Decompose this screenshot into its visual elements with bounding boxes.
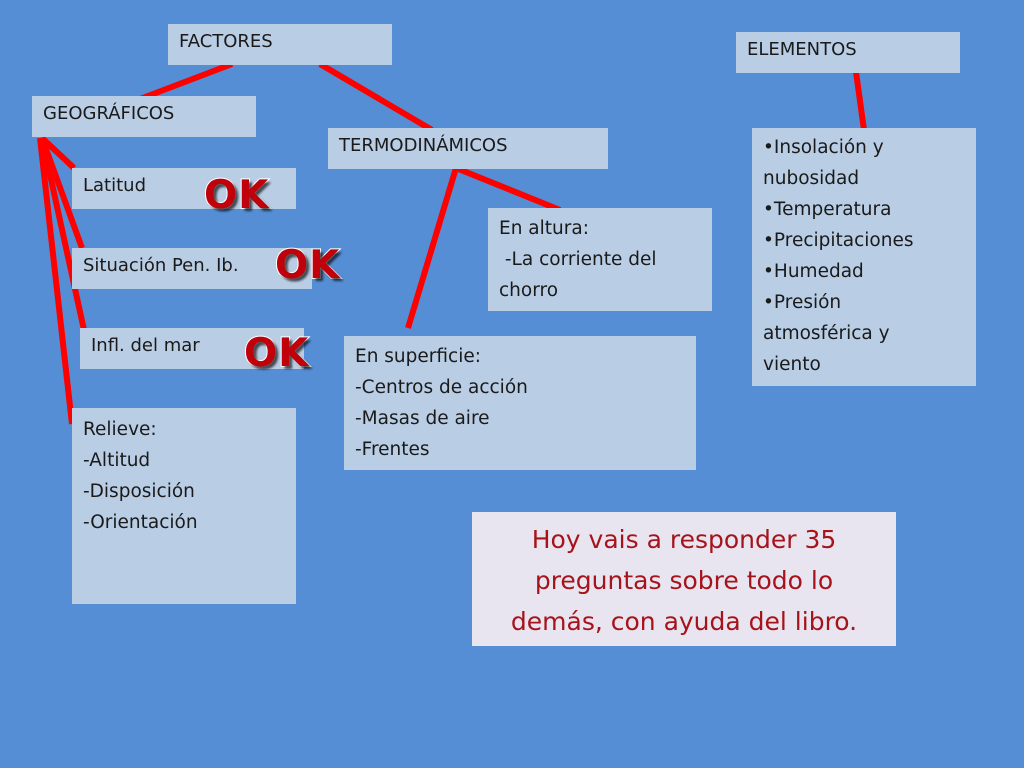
connector-factores-termodinamicos [318, 61, 434, 133]
connector-geo-infl-mar [39, 137, 87, 331]
connector-termo-superficie [405, 167, 459, 329]
elementos-item: •Insolación y [763, 137, 884, 158]
geograficos-box: GEOGRÁFICOS [32, 96, 256, 137]
elementos-item: •Precipitaciones [763, 230, 914, 251]
en-altura-line: -La corriente del [499, 249, 657, 270]
elementos-list-box: •Insolación y nubosidad •Temperatura •Pr… [752, 128, 976, 386]
en-superficie-box: En superficie: -Centros de acción -Masas… [344, 336, 696, 470]
situacion-box: Situación Pen. Ib. [72, 248, 312, 289]
connector-geo-relieve [37, 137, 75, 425]
geograficos-label: GEOGRÁFICOS [43, 103, 175, 124]
connector-elementos [853, 71, 867, 131]
instruction-note: Hoy vais a responder 35 preguntas sobre … [472, 512, 896, 646]
ok-mark-infl-mar: OK [243, 331, 310, 376]
termodinamicos-box: TERMODINÁMICOS [328, 128, 608, 169]
elementos-item: atmosférica y [763, 323, 890, 344]
en-altura-line: chorro [499, 280, 559, 301]
connector-factores-geograficos [138, 61, 234, 102]
relieve-box: Relieve: -Altitud -Disposición -Orientac… [72, 408, 296, 604]
note-line: demás, con ayuda del libro. [510, 607, 858, 636]
en-superficie-line: -Centros de acción [355, 377, 528, 398]
relieve-line: Relieve: [83, 419, 157, 440]
situacion-label: Situación Pen. Ib. [83, 255, 239, 276]
note-line: Hoy vais a responder 35 [531, 525, 837, 554]
en-superficie-line: En superficie: [355, 346, 481, 367]
connector-geo-latitud [39, 135, 77, 171]
elementos-label: ELEMENTOS [747, 39, 857, 60]
elementos-item: •Humedad [763, 261, 864, 282]
relieve-line: -Orientación [83, 512, 198, 533]
elementos-item: •Presión [763, 292, 842, 313]
factores-label: FACTORES [179, 31, 273, 52]
elementos-item: •Temperatura [763, 199, 892, 220]
latitud-label: Latitud [83, 175, 147, 196]
elementos-item: viento [763, 354, 821, 375]
ok-mark-situacion: OK [274, 243, 341, 288]
en-superficie-line: -Masas de aire [355, 408, 490, 429]
infl-mar-box: Infl. del mar [80, 328, 304, 369]
relieve-line: -Disposición [83, 481, 195, 502]
infl-mar-label: Infl. del mar [91, 335, 200, 356]
elementos-item: nubosidad [763, 168, 860, 189]
en-superficie-line: -Frentes [355, 439, 430, 460]
en-altura-line: En altura: [499, 218, 589, 239]
latitud-box: Latitud [72, 168, 296, 209]
termodinamicos-label: TERMODINÁMICOS [339, 135, 508, 156]
relieve-line: -Altitud [83, 450, 151, 471]
ok-mark-latitud: OK [203, 173, 270, 218]
en-altura-box: En altura: -La corriente del chorro [488, 208, 712, 311]
note-line: preguntas sobre todo lo [534, 566, 834, 595]
connector-termo-altura [454, 165, 562, 213]
factores-box: FACTORES [168, 24, 392, 65]
elementos-box: ELEMENTOS [736, 32, 960, 73]
